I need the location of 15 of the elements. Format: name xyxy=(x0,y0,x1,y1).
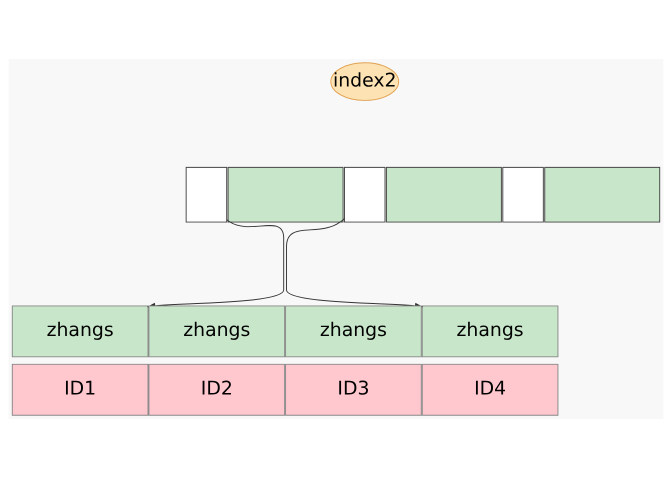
node-box: ID4 xyxy=(422,363,558,416)
node-box: zhangs xyxy=(12,304,148,357)
node-box xyxy=(544,166,660,222)
node-box xyxy=(228,166,344,222)
node-box xyxy=(386,166,502,222)
node-ellipse: index2 xyxy=(330,62,400,100)
node-box: ID2 xyxy=(148,363,286,416)
node-box: zhangs xyxy=(422,304,558,357)
node-box: zhangs xyxy=(285,304,422,357)
node-box: zhangs xyxy=(148,304,286,357)
node-box xyxy=(344,166,386,222)
node-box xyxy=(186,166,228,222)
node-box: ID3 xyxy=(285,363,422,416)
node-box xyxy=(502,166,544,222)
node-box: ID1 xyxy=(12,363,148,416)
